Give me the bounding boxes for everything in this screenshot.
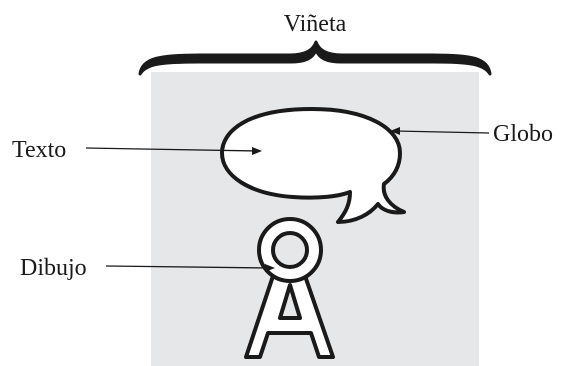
texto-leader-line [85,147,259,152]
dibujo-label: Dibujo [20,255,87,281]
dibujo-leader-line [105,265,271,269]
texto-label: Texto [12,137,66,163]
globo-leader-line [394,130,490,134]
curly-brace [138,40,492,76]
figure-hole [278,283,302,320]
texto-arrowhead [252,147,262,155]
drawing-figure [244,217,335,359]
speech-bubble [220,107,406,224]
vineta-label: Viñeta [284,11,347,37]
figure-head-inner [271,231,309,269]
globo-label: Globo [493,121,553,147]
dibujo-arrowhead [265,264,275,272]
globo-arrowhead [390,127,400,135]
